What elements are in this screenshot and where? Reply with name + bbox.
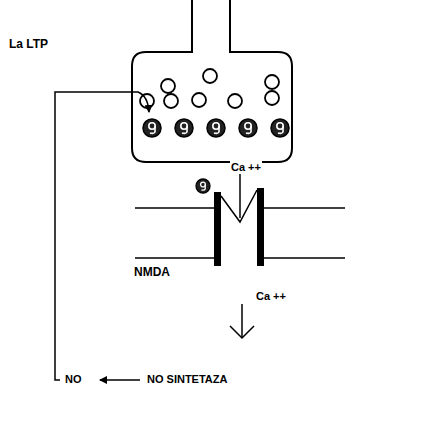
synthesis-arrow	[100, 379, 140, 381]
glutamate-vesicles	[143, 119, 289, 137]
ion-label: Ca ++	[230, 161, 262, 173]
enzyme-label: NO SINTETAZA	[146, 373, 228, 385]
calcium-arrow	[230, 304, 254, 338]
presynaptic-terminal	[132, 0, 292, 162]
retrograde-arrow	[55, 92, 149, 380]
receptor-label: NMDA	[133, 266, 171, 279]
vesicles	[140, 69, 279, 108]
molecule-label: NO	[64, 373, 83, 385]
nmda-channel	[196, 174, 264, 266]
diagram-title: La LTP	[8, 38, 49, 51]
ion-label: Ca ++	[255, 290, 287, 302]
